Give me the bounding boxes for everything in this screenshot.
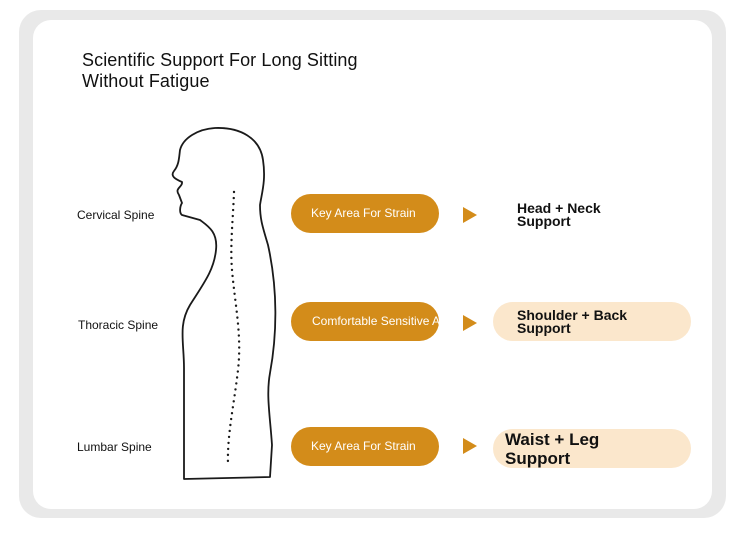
triangle-right-icon (463, 207, 477, 223)
result-line-2: Support (517, 319, 571, 336)
tag-pill-sensitive: Comfortable Sensitive Area (291, 302, 457, 341)
result-head-neck: Head + Neck Support (493, 195, 691, 234)
triangle-right-icon (463, 438, 477, 454)
title-line-1: Scientific Support For Long Sitting (82, 50, 358, 70)
tag-pill-strain-neck: Key Area For Strain (291, 194, 439, 233)
result-line-1: Shoulder + Back (517, 306, 628, 323)
result-line-1: Waist + Leg (505, 429, 600, 449)
spine-dotted-line (226, 190, 241, 467)
result-shoulder-back: Shoulder + Back Support (493, 302, 691, 341)
triangle-right-icon (463, 315, 477, 331)
label-cervical-spine: Cervical Spine (77, 208, 155, 222)
label-lumbar-spine: Lumbar Spine (77, 440, 152, 454)
body-outline (171, 127, 277, 480)
result-line-2: Support (505, 448, 571, 468)
result-waist-leg: Waist + Leg Support (493, 429, 691, 468)
tag-pill-strain-waist: Key Area For Strain (291, 427, 439, 466)
result-line-1: Head + Neck (517, 199, 601, 216)
human-profile-spine-icon (171, 127, 277, 480)
page-title: Scientific Support For Long Sitting With… (82, 50, 422, 92)
title-line-2: Without Fatigue (82, 71, 210, 91)
label-thoracic-spine: Thoracic Spine (78, 318, 159, 332)
result-line-2: Support (517, 212, 571, 229)
